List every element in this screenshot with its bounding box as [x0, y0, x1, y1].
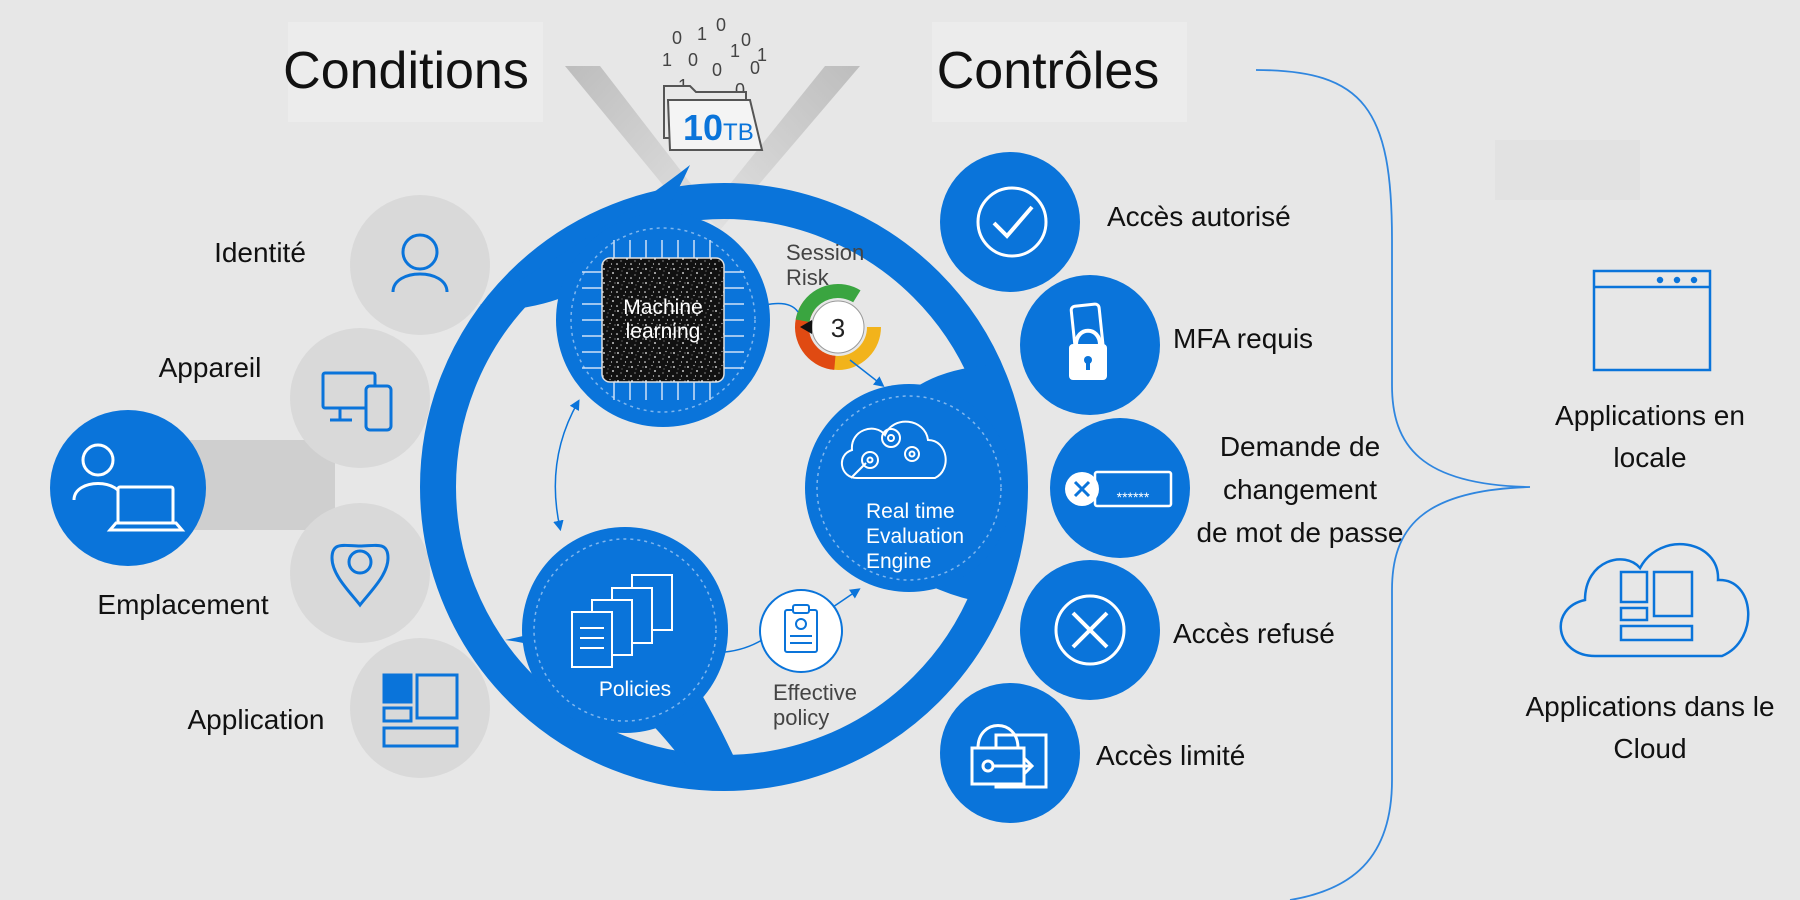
person-icon [391, 233, 449, 293]
phone-lock-icon [1069, 302, 1107, 380]
control-label-password-line3: de mot de passe [1196, 517, 1403, 548]
svg-text:0: 0 [672, 28, 682, 48]
cloud-apps-label-line2: Cloud [1613, 733, 1686, 764]
ml-to-risk-connector [764, 302, 799, 313]
condition-label-device: Appareil [159, 352, 262, 383]
location-pin-icon [330, 543, 390, 608]
svg-text:1: 1 [757, 45, 767, 65]
browser-window-icon [1592, 269, 1712, 372]
controls-heading: Contrôles [937, 42, 1160, 100]
control-label-password-line2: changement [1223, 474, 1377, 505]
ml-policies-double-arrow [553, 399, 580, 532]
svg-text:1: 1 [697, 24, 707, 44]
svg-text:1: 1 [662, 50, 672, 70]
evaluation-engine-node-inner-ring [816, 395, 1002, 581]
storage-amount: 10TB [683, 107, 754, 148]
password-mask: ****** [1117, 489, 1150, 505]
app-placeholder-block [1495, 140, 1640, 200]
user-laptop-icon [72, 443, 186, 532]
session-risk-label-line1: Session [786, 240, 864, 265]
control-circle-granted [940, 152, 1080, 292]
cloud-apps-icon [1559, 542, 1750, 658]
svg-text:1: 1 [730, 41, 740, 61]
risk-to-engine-arrow [849, 359, 885, 387]
machine-learning-chip-icon [601, 257, 725, 383]
control-label-password-line1: Demande de [1220, 431, 1380, 462]
cloud-gears-icon [841, 420, 947, 479]
svg-text:0: 0 [716, 15, 726, 35]
clipboard-icon [784, 604, 818, 653]
effective-policy-label-line2: policy [773, 705, 829, 730]
conditions-heading-backdrop [288, 22, 543, 122]
condition-label-identity: Identité [214, 237, 306, 268]
condition-label-location: Emplacement [97, 589, 268, 620]
controls-heading-backdrop [932, 22, 1187, 122]
control-label-granted: Accès autorisé [1107, 201, 1291, 232]
control-label-limited: Accès limité [1096, 740, 1245, 771]
condition-label-application: Application [188, 704, 325, 735]
device-icon-circle [290, 328, 430, 468]
policies-to-effective-connector [724, 639, 763, 653]
svg-text:0: 0 [741, 30, 751, 50]
machine-learning-label-line1: Machine [623, 296, 702, 319]
limited-access-icon [970, 724, 1048, 789]
effective-policy-circle [759, 589, 843, 673]
policy-scrolls-icon [571, 574, 673, 668]
evaluation-engine-label-line2: Evaluation [866, 525, 964, 548]
devices-icon [321, 371, 393, 432]
svg-text:0: 0 [735, 80, 745, 100]
risk-gauge-icon [795, 284, 882, 370]
storage-folder-icon [663, 85, 764, 151]
svg-text:0: 0 [688, 50, 698, 70]
checkmark-icon [976, 186, 1048, 258]
evaluation-engine-label-line1: Real time [866, 500, 955, 523]
password-reset-icon [1065, 470, 1173, 508]
evaluation-engine-label-line3: Engine [866, 550, 931, 573]
on-prem-apps-label-line2: locale [1613, 442, 1686, 473]
user-connector-band [185, 440, 335, 530]
deny-x-icon [1054, 594, 1126, 666]
risk-score: 3 [831, 313, 845, 343]
svg-text:0: 0 [712, 60, 722, 80]
ring-inner-connector-top [480, 165, 690, 310]
policies-label: Policies [599, 678, 671, 701]
on-prem-apps-label-line1: Applications en [1555, 400, 1745, 431]
control-label-mfa: MFA requis [1173, 323, 1313, 354]
machine-learning-label-line2: learning [626, 320, 701, 343]
identity-icon-circle [350, 195, 490, 335]
control-label-denied: Accès refusé [1173, 618, 1335, 649]
svg-text:0: 0 [750, 58, 760, 78]
policies-node-inner-ring [533, 538, 717, 722]
session-risk-label-line2: Risk [786, 265, 830, 290]
effective-to-engine-arrow [832, 588, 861, 608]
curly-brace [1255, 69, 1531, 900]
cloud-apps-label-line1: Applications dans le [1525, 691, 1774, 722]
conditions-heading: Conditions [283, 42, 529, 100]
app-tiles-icon [382, 673, 459, 748]
application-icon-circle [350, 638, 490, 778]
effective-policy-label-line1: Effective [773, 680, 857, 705]
chip-pins [582, 240, 744, 400]
machine-learning-node-inner-ring [570, 227, 756, 413]
